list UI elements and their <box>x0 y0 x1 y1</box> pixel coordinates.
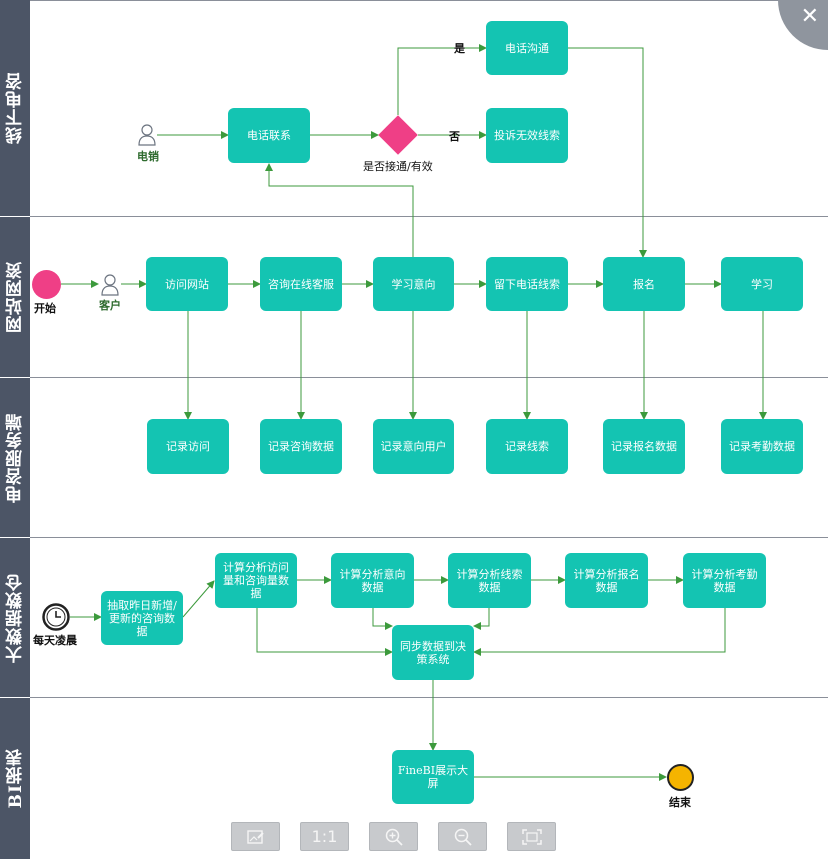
lane-header-service: 电咨服务端 <box>0 378 30 537</box>
one-to-one-label: 1:1 <box>311 827 338 846</box>
lane-divider <box>30 377 828 378</box>
lane-divider <box>30 216 828 217</box>
node-rec-enroll[interactable]: 记录报名数据 <box>603 419 685 474</box>
gateway-label: 是否接通/有效 <box>363 160 433 173</box>
edge-calcattend-to-sync <box>473 608 726 656</box>
node-rec-intent[interactable]: 记录意向用户 <box>373 419 454 474</box>
viewer-toolbar: 1:1 <box>231 822 576 851</box>
lane-header-bi: BI报表 <box>0 698 30 859</box>
node-enroll[interactable]: 报名 <box>603 257 685 311</box>
image-edit-icon <box>246 829 264 844</box>
node-calc-intent[interactable]: 计算分析意向数据 <box>331 553 414 608</box>
node-calc-visit[interactable]: 计算分析访问量和咨询量数据 <box>215 553 297 608</box>
start-event-label: 开始 <box>34 302 56 315</box>
actor-sales-label: 电销 <box>137 150 159 163</box>
zoom-in-button[interactable] <box>369 822 418 851</box>
lane-divider <box>30 697 828 698</box>
edge-intent-to-phone <box>265 163 414 258</box>
node-leave-phone[interactable]: 留下电话线索 <box>486 257 568 311</box>
lane-header-warehouse: 大数据数仓 <box>0 538 30 697</box>
node-rec-visit[interactable]: 记录访问 <box>147 419 229 474</box>
fit-screen-icon <box>521 828 542 845</box>
node-phone-contact[interactable]: 电话联系 <box>228 108 310 163</box>
node-calc-attend[interactable]: 计算分析考勤数据 <box>683 553 766 608</box>
node-study[interactable]: 学习 <box>721 257 803 311</box>
close-icon: ✕ <box>800 4 819 29</box>
node-rec-attend[interactable]: 记录考勤数据 <box>721 419 803 474</box>
end-event-label: 结束 <box>669 796 691 809</box>
start-event <box>32 270 61 299</box>
actor-customer-label: 客户 <box>99 299 121 312</box>
node-fineb[interactable]: FineBI展示大屏 <box>392 750 474 804</box>
daily-event-label: 每天凌晨 <box>33 634 77 647</box>
lane-header-offline: 线下电咨 <box>0 0 30 216</box>
edge-calcvisit-to-sync <box>256 608 393 656</box>
fit-screen-button[interactable] <box>507 822 556 851</box>
gateway-yes-label: 是 <box>454 42 465 55</box>
node-intent[interactable]: 学习意向 <box>373 257 454 311</box>
node-extract[interactable]: 抽取昨日新增/更新的咨询数据 <box>101 591 183 645</box>
user-icon <box>101 274 119 296</box>
node-calc-enroll[interactable]: 计算分析报名数据 <box>565 553 648 608</box>
clock-icon <box>42 603 70 631</box>
node-rec-lead[interactable]: 记录线索 <box>486 419 568 474</box>
node-phone-talk[interactable]: 电话沟通 <box>486 21 568 75</box>
edge-calcintent-to-sync <box>372 608 393 630</box>
node-complaint-invalid[interactable]: 投诉无效线索 <box>486 108 568 163</box>
node-consult-online[interactable]: 咨询在线客服 <box>260 257 342 311</box>
edge-talk-to-enroll <box>568 47 647 258</box>
lane-divider <box>30 537 828 538</box>
edge-extract-to-calcvisit <box>182 580 215 618</box>
lane-header-website: 网站网资 <box>0 217 30 377</box>
zoom-out-icon <box>454 828 472 846</box>
image-edit-button[interactable] <box>231 822 280 851</box>
lane-divider <box>30 0 828 1</box>
node-sync[interactable]: 同步数据到决策系统 <box>392 625 474 680</box>
one-to-one-button[interactable]: 1:1 <box>300 822 349 851</box>
gateway-no-label: 否 <box>449 130 460 143</box>
node-calc-lead[interactable]: 计算分析线索数据 <box>448 553 531 608</box>
end-event <box>667 764 694 791</box>
zoom-out-button[interactable] <box>438 822 487 851</box>
node-visit-site[interactable]: 访问网站 <box>146 257 228 311</box>
user-icon <box>138 124 156 146</box>
edge-calclead-to-sync <box>473 608 490 630</box>
edge-gateway-yes <box>397 44 487 115</box>
zoom-in-icon <box>385 828 403 846</box>
node-rec-consult[interactable]: 记录咨询数据 <box>260 419 342 474</box>
